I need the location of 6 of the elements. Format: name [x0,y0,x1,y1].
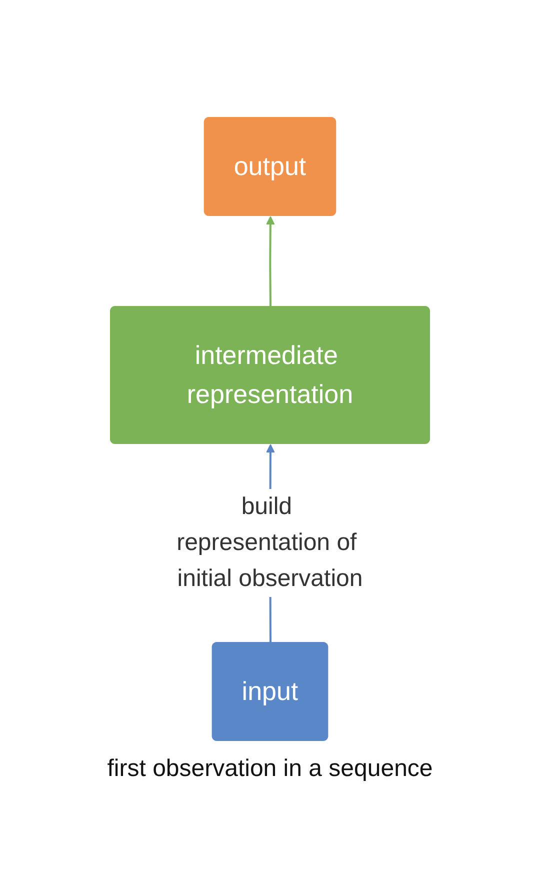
arrow [266,216,275,306]
edge-label: build representation of initial observation [176,492,363,592]
node-box: intermediate representation [110,306,430,444]
node-box: output [204,116,336,216]
node-box: input [212,642,328,740]
node-caption: first observation in a sequence [107,754,433,782]
